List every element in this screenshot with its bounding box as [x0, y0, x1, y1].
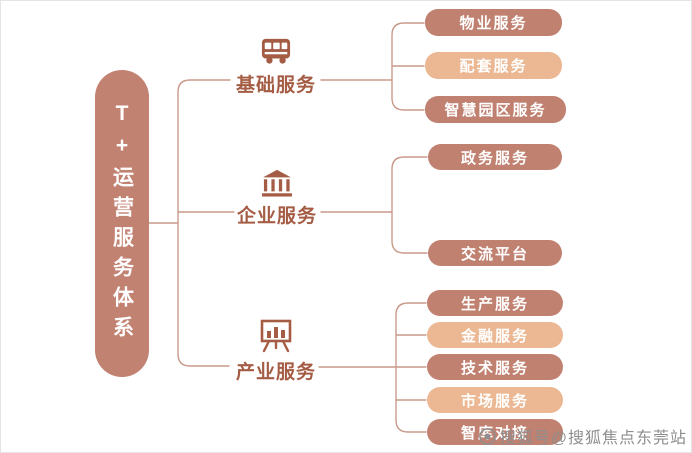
sohu-logo-icon	[478, 427, 496, 445]
branch-label: 企业服务	[236, 206, 317, 227]
leaf-label: 技术服务	[460, 359, 529, 377]
leaf-node: 智库对接	[427, 419, 563, 445]
watermark-text: 搜狐号@搜狐焦点东莞站	[499, 430, 687, 447]
leaf-node: 生产服务	[427, 290, 563, 316]
bank-icon	[262, 169, 292, 197]
leaf-node: 物业服务	[425, 9, 562, 36]
branch-industry-services: 产业服务	[226, 319, 326, 384]
root-node: T+运营服务体系	[95, 70, 149, 377]
leaf-label: 金融服务	[460, 327, 529, 345]
leaf-label: 市场服务	[460, 392, 529, 410]
leaf-label: 智慧园区服务	[444, 102, 547, 119]
branch-label: 基础服务	[235, 75, 316, 96]
leaf-node: 金融服务	[427, 322, 563, 348]
root-node-label: T+运营服务体系	[110, 101, 134, 346]
leaf-node: 交流平台	[428, 240, 562, 266]
leaf-node: 市场服务	[427, 387, 563, 413]
leaf-label: 配套服务	[459, 58, 528, 75]
leaf-label: 交流平台	[460, 245, 529, 263]
leaf-node: 技术服务	[427, 354, 563, 380]
bus-icon	[261, 38, 291, 64]
leaf-label: 物业服务	[459, 15, 528, 32]
branch-label: 产业服务	[235, 362, 316, 383]
presentation-chart-icon	[260, 319, 292, 353]
leaf-label: 生产服务	[460, 295, 529, 313]
watermark: 搜狐号@搜狐焦点东莞站	[478, 424, 687, 448]
leaf-node: 智慧园区服务	[425, 96, 566, 123]
leaf-node: 配套服务	[425, 52, 562, 79]
branch-basic-services: 基础服务	[226, 36, 326, 97]
leaf-label: 政务服务	[460, 149, 529, 167]
branch-enterprise-services: 企业服务	[227, 169, 327, 228]
leaf-node: 政务服务	[428, 144, 562, 170]
